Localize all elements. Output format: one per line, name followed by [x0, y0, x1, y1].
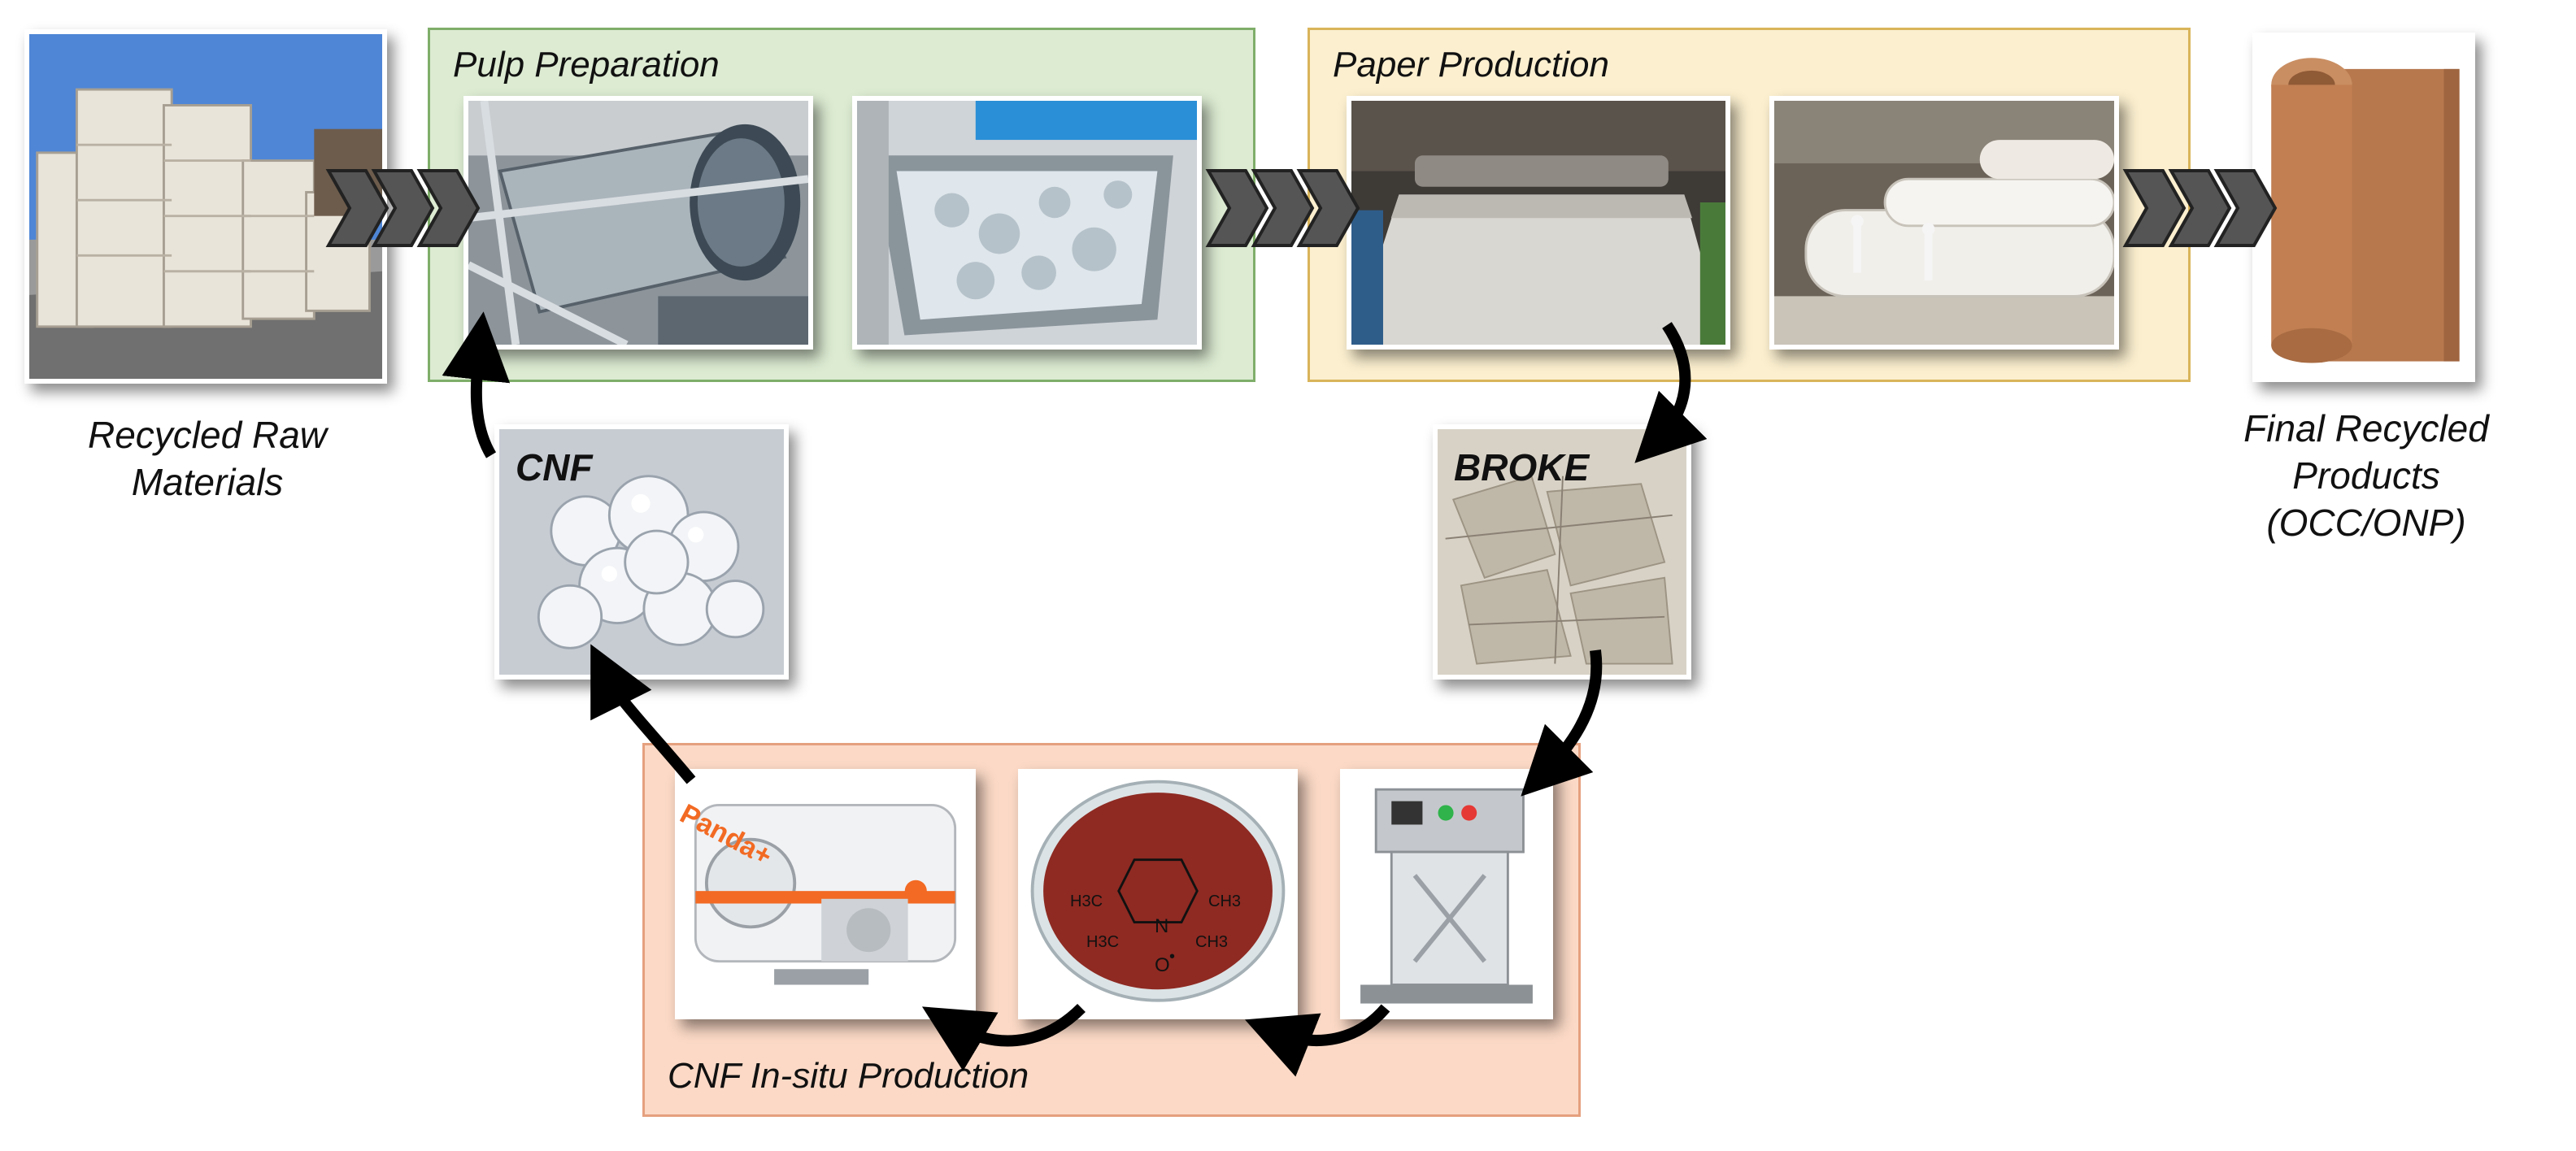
mixer-image	[1340, 769, 1553, 1019]
final-recycled-products-caption-line-3: (OCC/ONP)	[2266, 502, 2466, 544]
homogenizer-image: Panda+	[675, 769, 976, 1019]
paper-machine-image	[1347, 96, 1730, 350]
tempo-petri-dish-image: N O • H3C H3C CH3 CH3	[1018, 769, 1298, 1019]
recycled-raw-materials-image	[24, 29, 387, 384]
paper-rolls-image	[1769, 96, 2119, 350]
paper-production-title: Paper Production	[1333, 45, 1609, 85]
tempo-ch3-right-bottom: CH3	[1195, 933, 1229, 951]
pulp-drum-image	[463, 96, 813, 350]
recycled-raw-materials-caption-line-1: Recycled Raw	[88, 414, 327, 456]
broke-image	[1433, 424, 1691, 680]
tempo-ch3-right-top: CH3	[1208, 893, 1242, 910]
tempo-h3c-left-bottom: H3C	[1086, 933, 1120, 951]
recycled-raw-materials-caption: Recycled Raw Materials	[49, 411, 366, 506]
tempo-oxygen-label: O	[1155, 954, 1170, 976]
broke-label: BROKE	[1454, 446, 1590, 489]
tempo-h3c-left-top: H3C	[1070, 893, 1103, 910]
tempo-radical-dot: •	[1169, 948, 1176, 966]
pulp-preparation-title: Pulp Preparation	[453, 45, 720, 85]
final-recycled-products-caption: Final Recycled Products (OCC/ONP)	[2228, 405, 2504, 546]
final-recycled-products-caption-line-2: Products	[2292, 454, 2440, 497]
cnf-label: CNF	[516, 446, 593, 489]
final-recycled-products-caption-line-1: Final Recycled	[2243, 407, 2489, 450]
final-kraft-paper-image	[2252, 33, 2475, 382]
recycled-raw-materials-caption-line-2: Materials	[131, 461, 284, 503]
cnf-production-title: CNF In-situ Production	[668, 1056, 1029, 1096]
tempo-nitrogen-label: N	[1155, 915, 1169, 937]
pulp-vat-image	[852, 96, 1202, 350]
cnf-gel-image	[494, 424, 789, 680]
